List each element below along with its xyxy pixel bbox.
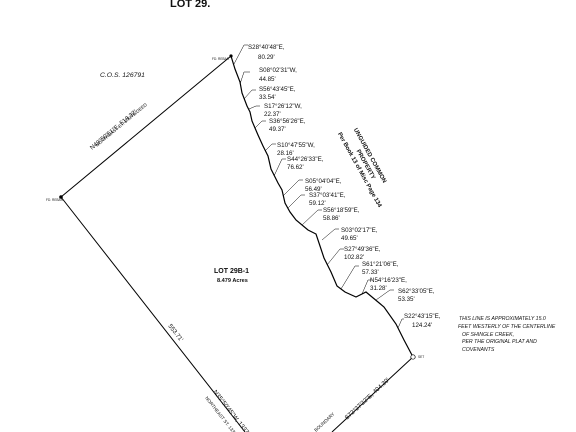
- svg-text:S27°49'36"E,: S27°49'36"E,: [344, 246, 381, 253]
- svg-text:S61°21'06"E,: S61°21'06"E,: [362, 261, 399, 268]
- segment-callout: S22°43'15"E, 124.24': [397, 313, 441, 329]
- segment-callout: S10°47'55"W, 28.16': [264, 142, 315, 157]
- segment-callout: S28°40'48"E, 80.29': [233, 44, 285, 65]
- segment-callout: S62°33'05"E, 53.35': [375, 288, 435, 303]
- svg-text:S03°02'17"E,: S03°02'17"E,: [341, 227, 378, 234]
- svg-text:53.35': 53.35': [398, 296, 415, 303]
- north-boundary-bearing: N49°50'51"E, 518.32': [89, 109, 139, 152]
- svg-text:S28°40'48"E,: S28°40'48"E,: [248, 44, 285, 51]
- monument-se-set: SET: [410, 354, 424, 360]
- svg-text:80.29': 80.29': [258, 54, 275, 61]
- south-boundary-line: [331, 356, 414, 432]
- segment-callout: S44°26'33"E, 76.62': [273, 156, 324, 177]
- svg-text:102.82': 102.82': [344, 254, 364, 261]
- west-boundary-distance: 553.71': [166, 323, 184, 343]
- svg-text:124.24': 124.24': [412, 322, 432, 329]
- svg-text:OF SHINGLE CREEK,: OF SHINGLE CREEK,: [462, 332, 514, 338]
- svg-text:S37°03'41"E,: S37°03'41"E,: [309, 192, 346, 199]
- svg-text:S62°33'05"E,: S62°33'05"E,: [398, 288, 435, 295]
- segment-callout: S03°02'17"E, 49.65': [321, 227, 378, 242]
- svg-text:S22°43'15"E,: S22°43'15"E,: [404, 313, 441, 320]
- cos-label: C.O.S. 126791: [100, 72, 145, 79]
- lot-label: LOT 29B-1: [214, 268, 249, 275]
- svg-text:THIS LINE IS APPROXIMATELY 15.: THIS LINE IS APPROXIMATELY 15.0: [459, 316, 546, 322]
- svg-text:COVENANTS: COVENANTS: [462, 347, 495, 353]
- north-boundary-line: [60, 55, 232, 198]
- plat-title: LOT 29.: [170, 0, 210, 10]
- svg-text:FEET WESTERLY OF THE CENTERLIN: FEET WESTERLY OF THE CENTERLINE: [458, 324, 556, 330]
- segment-callout: S05°04'04"E, 56.49': [282, 178, 342, 197]
- svg-text:S08°02'31"W,: S08°02'31"W,: [259, 67, 297, 74]
- svg-text:59.12': 59.12': [309, 200, 326, 207]
- svg-text:S17°26'12"W,: S17°26'12"W,: [264, 103, 302, 110]
- segment-callout: S27°49'36"E, 102.82': [326, 246, 381, 266]
- svg-text:57.33': 57.33': [362, 269, 379, 276]
- svg-text:31.28': 31.28': [370, 285, 387, 292]
- svg-text:49.65': 49.65': [341, 235, 358, 242]
- svg-text:49.37': 49.37': [269, 126, 286, 133]
- south-boundary-label: BOUNDARY: [313, 411, 335, 432]
- svg-text:58.86': 58.86': [323, 215, 340, 222]
- svg-text:56.49': 56.49': [305, 186, 322, 193]
- monument-w-label: FD. REBAR: [46, 198, 64, 202]
- acres-label: 8.479 Acres: [217, 278, 248, 284]
- segment-callout: S17°26'12"W, 22.37': [248, 103, 302, 118]
- west-boundary-line: [60, 196, 246, 432]
- svg-text:PER THE ORIGINAL PLAT AND: PER THE ORIGINAL PLAT AND: [462, 339, 537, 345]
- svg-text:28.16': 28.16': [277, 150, 294, 157]
- monument-se-label: SET: [418, 355, 424, 359]
- segment-callout: S08°02'31"W, 44.85': [239, 67, 297, 85]
- svg-text:76.62': 76.62': [287, 164, 304, 171]
- segment-callout: S37°03'41"E, 59.12': [287, 192, 346, 209]
- svg-text:S44°26'33"E,: S44°26'33"E,: [287, 156, 324, 163]
- monument-nw-label: FD. REBAR: [212, 57, 230, 61]
- segment-callout: N54°16'23"E, 31.28': [361, 277, 407, 295]
- segment-callout: S61°21'06"E, 57.33': [340, 261, 399, 290]
- svg-text:S56°43'45"E,: S56°43'45"E,: [259, 86, 296, 93]
- south-boundary-bearing: S72°27'22"E, 404.30': [344, 377, 392, 422]
- svg-text:33.54': 33.54': [259, 94, 276, 101]
- svg-text:22.37': 22.37': [264, 111, 281, 118]
- segment-callout: S56°18'59"E, 58.86': [301, 207, 360, 226]
- svg-text:S10°47'55"W,: S10°47'55"W,: [277, 142, 315, 149]
- svg-text:N54°16'23"E,: N54°16'23"E,: [370, 277, 407, 284]
- shingle-creek-note: THIS LINE IS APPROXIMATELY 15.0 FEET WES…: [458, 316, 556, 353]
- segment-callout: S56°43'45"E, 33.54': [243, 86, 296, 101]
- svg-text:44.85': 44.85': [259, 76, 276, 83]
- segment-callout: S36°56'26"E, 49.37': [254, 118, 306, 133]
- creek-traverse-line: [230, 55, 414, 358]
- monument-w-rebar: FD. REBAR: [46, 195, 64, 202]
- svg-text:S56°18'59"E,: S56°18'59"E,: [323, 207, 360, 214]
- monument-nw-rebar: FD. REBAR: [212, 54, 233, 61]
- svg-text:S36°56'26"E,: S36°56'26"E,: [269, 118, 306, 125]
- svg-text:S05°04'04"E,: S05°04'04"E,: [305, 178, 342, 185]
